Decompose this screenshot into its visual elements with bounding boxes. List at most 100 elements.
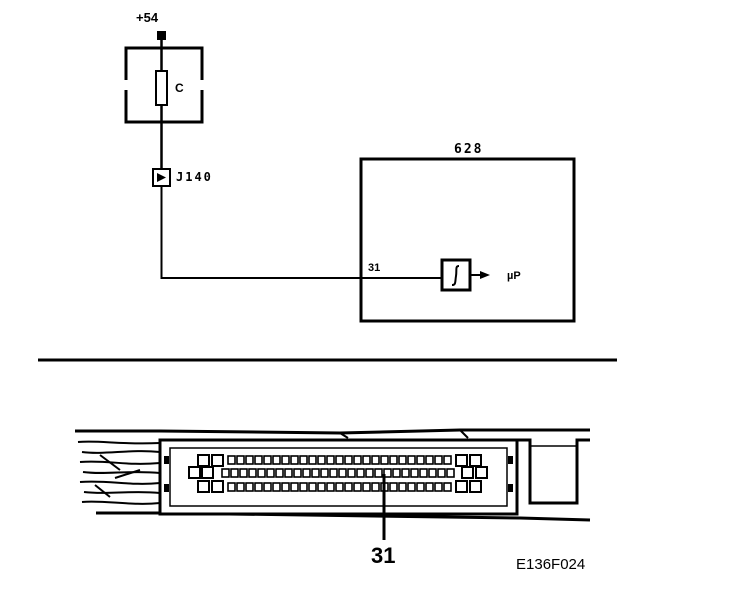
wire-connector-to-module xyxy=(160,186,442,279)
connector-pin xyxy=(335,455,344,465)
connector-pin xyxy=(236,455,245,465)
connector-pin xyxy=(227,455,236,465)
connector-pin xyxy=(371,482,380,492)
integral-icon xyxy=(451,265,460,286)
output-arrow-icon xyxy=(480,271,490,279)
connector-pin xyxy=(380,455,389,465)
connector-pin xyxy=(263,482,272,492)
connector-pin xyxy=(272,482,281,492)
connector-pin xyxy=(326,482,335,492)
connector-pin xyxy=(401,468,410,478)
connector-pin xyxy=(308,482,317,492)
connector-pin xyxy=(338,468,347,478)
supply-terminal xyxy=(157,31,166,40)
connector-pin xyxy=(392,468,401,478)
connector-pin xyxy=(272,455,281,465)
guide-blocks-left xyxy=(188,454,224,493)
connector-pin xyxy=(266,468,275,478)
connector-end-clip xyxy=(517,438,590,505)
connector-pin xyxy=(425,455,434,465)
connector-pin xyxy=(425,482,434,492)
connector-pin xyxy=(284,468,293,478)
output-label: µP xyxy=(507,270,521,282)
connector-pin xyxy=(344,455,353,465)
connector-pin xyxy=(428,468,437,478)
connector-pin xyxy=(263,455,272,465)
connector-pin xyxy=(407,455,416,465)
connector-pin xyxy=(245,455,254,465)
connector-pin xyxy=(221,468,230,478)
pin-callout-label: 31 xyxy=(371,543,395,568)
connector-pin xyxy=(230,468,239,478)
connector-pin xyxy=(299,482,308,492)
connector-view: 31 E136F024 xyxy=(75,428,591,573)
connector-pin xyxy=(257,468,266,478)
connector-pin xyxy=(320,468,329,478)
connector-pin xyxy=(410,468,419,478)
connector-pin xyxy=(356,468,365,478)
connector-pin xyxy=(275,468,284,478)
connector-pin xyxy=(434,455,443,465)
module-628: 628 31 µP xyxy=(359,142,576,323)
connector-pin xyxy=(443,482,452,492)
supply-label: +54 xyxy=(136,10,159,25)
connector-pin xyxy=(419,468,428,478)
fuse-label: C xyxy=(175,81,184,95)
connector-pin xyxy=(437,468,446,478)
figure-code: E136F024 xyxy=(516,556,585,573)
connector-pin xyxy=(407,482,416,492)
connector-pin xyxy=(383,468,392,478)
connector-pin xyxy=(365,468,374,478)
connector-pin xyxy=(389,455,398,465)
connector-pin xyxy=(281,455,290,465)
guide-blocks-right xyxy=(455,454,488,493)
connector-pin xyxy=(302,468,311,478)
connector-pin xyxy=(446,468,455,478)
connector-pin xyxy=(293,468,302,478)
schematic: +54 C J140 628 31 xyxy=(122,10,576,323)
connector-pin xyxy=(434,482,443,492)
connector-pin xyxy=(347,468,356,478)
connector-pin xyxy=(290,482,299,492)
connector-pin xyxy=(398,455,407,465)
connector-pin xyxy=(362,482,371,492)
connector-pin xyxy=(236,482,245,492)
connector-pin xyxy=(389,482,398,492)
wire-bundle xyxy=(75,430,161,514)
connector-pin xyxy=(254,482,263,492)
module-label: 628 xyxy=(454,142,483,157)
connector-pin xyxy=(317,455,326,465)
connector-pin xyxy=(290,455,299,465)
connector-pin xyxy=(443,455,452,465)
latch-tabs xyxy=(164,456,513,492)
connector-pin xyxy=(326,455,335,465)
fuse-box: C xyxy=(122,46,206,124)
connector-pin xyxy=(281,482,290,492)
connector-pin xyxy=(371,455,380,465)
connector-pin xyxy=(353,482,362,492)
fuse-element xyxy=(155,70,168,106)
connector-pin xyxy=(416,455,425,465)
connector-pin xyxy=(329,468,338,478)
connector-pin xyxy=(416,482,425,492)
connector-pin xyxy=(335,482,344,492)
pin-rows xyxy=(221,455,455,492)
connector-pin xyxy=(362,455,371,465)
connector-pin xyxy=(239,468,248,478)
connector-pin xyxy=(308,455,317,465)
connector-pin xyxy=(317,482,326,492)
connector-pin xyxy=(299,455,308,465)
connector-pin xyxy=(311,468,320,478)
connector-pin xyxy=(374,468,383,478)
connector-pin xyxy=(353,455,362,465)
connector-j140: J140 xyxy=(152,168,213,187)
connector-pin xyxy=(248,468,257,478)
connector-label: J140 xyxy=(176,170,213,184)
connector-pin xyxy=(398,482,407,492)
connector-pin xyxy=(227,482,236,492)
connector-pin xyxy=(254,455,263,465)
connector-pin xyxy=(344,482,353,492)
pin-label: 31 xyxy=(368,262,380,274)
connector-pin xyxy=(245,482,254,492)
